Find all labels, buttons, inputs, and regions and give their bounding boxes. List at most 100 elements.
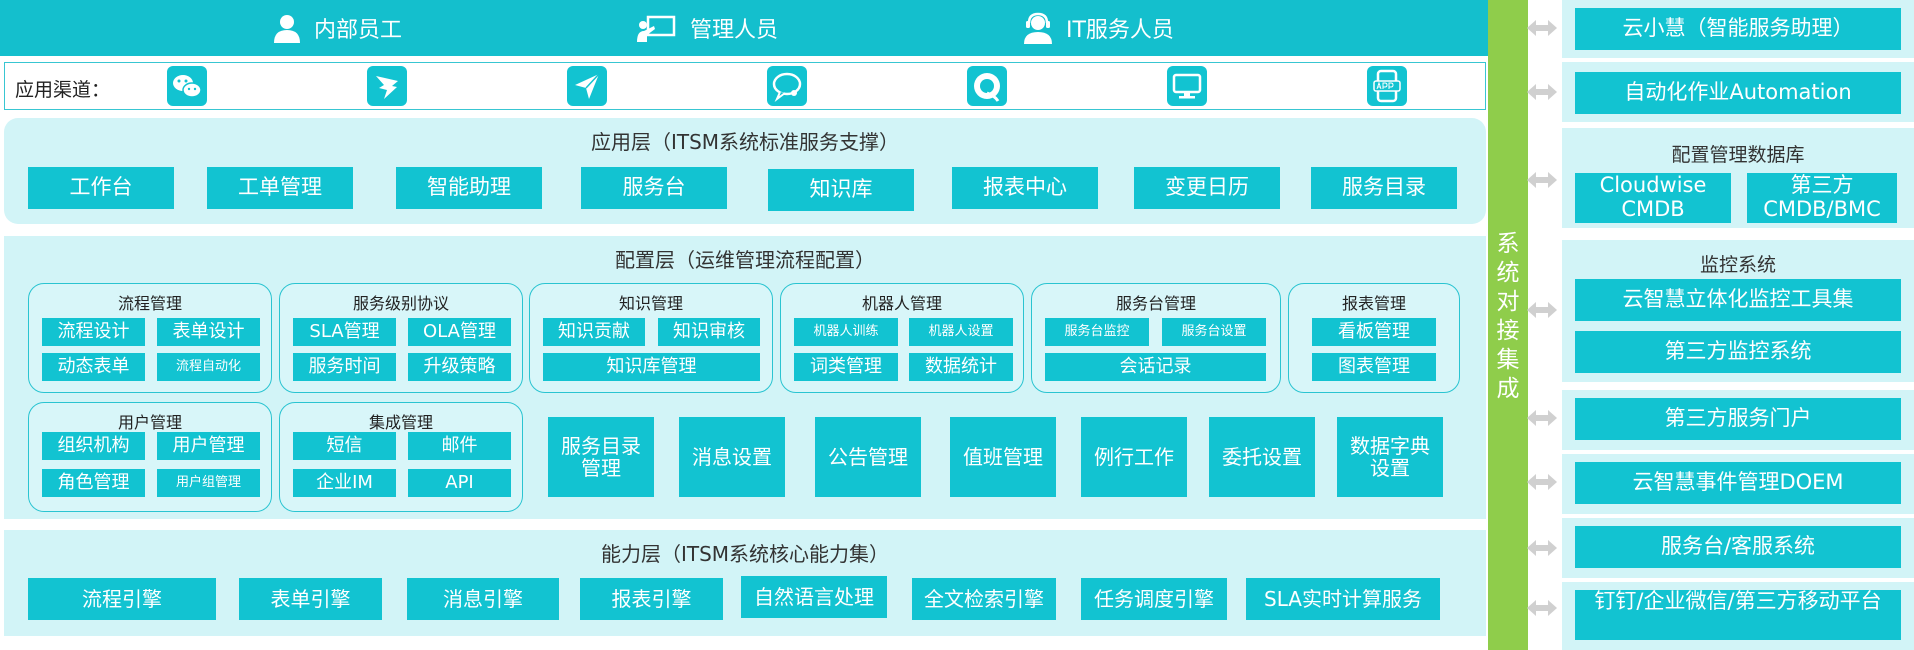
config-item[interactable]: API bbox=[408, 469, 511, 497]
config-item[interactable]: 表单设计 bbox=[157, 318, 260, 346]
capability-item[interactable]: 自然语言处理 bbox=[741, 576, 887, 618]
system-integration-bar: 系统对接集成 bbox=[1488, 0, 1528, 650]
qq-icon[interactable] bbox=[967, 66, 1007, 106]
role-it-staff: IT服务人员 bbox=[1022, 10, 1174, 46]
config-item[interactable]: 动态表单 bbox=[42, 353, 145, 381]
cmdb-item[interactable]: 第三方 CMDB/BMC bbox=[1747, 173, 1897, 223]
automation-box[interactable]: 自动化作业Automation bbox=[1575, 72, 1901, 114]
config-item[interactable]: 升级策略 bbox=[408, 353, 511, 381]
group-title: 集成管理 bbox=[368, 413, 433, 432]
role-label: 内部员工 bbox=[314, 18, 403, 43]
config-item[interactable]: 流程自动化 bbox=[157, 353, 260, 381]
monitor-item[interactable]: 第三方监控系统 bbox=[1575, 331, 1901, 373]
double-arrow-icon bbox=[1527, 474, 1557, 490]
config-item[interactable]: 图表管理 bbox=[1312, 353, 1436, 381]
capability-item[interactable]: 消息引擎 bbox=[407, 578, 559, 620]
config-item[interactable]: 知识贡献 bbox=[543, 318, 645, 346]
config-item[interactable]: 用户组管理 bbox=[157, 469, 260, 497]
app-icon[interactable] bbox=[1367, 66, 1407, 106]
feishu-icon[interactable] bbox=[567, 66, 607, 106]
config-item[interactable]: 服务时间 bbox=[293, 353, 396, 381]
config-single-item[interactable]: 值班管理 bbox=[950, 417, 1056, 497]
app-item[interactable]: 报表中心 bbox=[952, 167, 1098, 209]
service-desk-box[interactable]: 服务台/客服系统 bbox=[1575, 526, 1901, 568]
double-arrow-icon bbox=[1527, 302, 1557, 318]
config-item[interactable]: SLA管理 bbox=[293, 318, 396, 346]
config-item[interactable]: 数据统计 bbox=[909, 353, 1013, 381]
config-item[interactable]: 组织机构 bbox=[42, 432, 145, 460]
config-item[interactable]: 机器人训练 bbox=[794, 318, 898, 346]
config-item[interactable]: 企业IM bbox=[293, 469, 396, 497]
double-arrow-icon bbox=[1527, 172, 1557, 188]
group-title: 报表管理 bbox=[1341, 294, 1406, 313]
monitor-title: 监控系统 bbox=[1699, 254, 1776, 276]
app-item[interactable]: 变更日历 bbox=[1134, 167, 1280, 209]
double-arrow-icon bbox=[1527, 600, 1557, 616]
role-managers: 管理人员 bbox=[636, 10, 778, 46]
double-arrow-icon bbox=[1527, 84, 1557, 100]
capability-item[interactable]: 全文检索引擎 bbox=[912, 578, 1056, 620]
dingtalk-icon[interactable] bbox=[367, 66, 407, 106]
config-single-item[interactable]: 委托设置 bbox=[1209, 417, 1315, 497]
group-title: 服务级别协议 bbox=[352, 294, 449, 313]
capability-layer-title: 能力层（ITSM系统核心能力集） bbox=[600, 542, 890, 566]
portal-box[interactable]: 第三方服务门户 bbox=[1575, 398, 1901, 440]
wechat-icon[interactable] bbox=[167, 66, 207, 106]
double-arrow-icon bbox=[1527, 20, 1557, 36]
group-title: 机器人管理 bbox=[861, 294, 942, 313]
mobile-box[interactable]: 钉钉/企业微信/第三方移动平台 bbox=[1575, 590, 1901, 640]
app-item[interactable]: 工单管理 bbox=[207, 167, 353, 209]
group-title: 服务台管理 bbox=[1115, 294, 1196, 313]
config-layer-title: 配置层（运维管理流程配置） bbox=[615, 248, 875, 272]
channel-row: 应用渠道： bbox=[4, 62, 1486, 110]
config-item[interactable]: 短信 bbox=[293, 432, 396, 460]
cmdb-item[interactable]: Cloudwise CMDB bbox=[1575, 173, 1731, 223]
group-title: 流程管理 bbox=[117, 294, 182, 313]
config-item[interactable]: 服务台监控 bbox=[1045, 318, 1149, 346]
capability-item[interactable]: 报表引擎 bbox=[580, 578, 723, 620]
config-item[interactable]: 知识库管理 bbox=[543, 353, 760, 381]
config-item[interactable]: 看板管理 bbox=[1312, 318, 1436, 346]
config-single-item[interactable]: 例行工作 bbox=[1081, 417, 1187, 497]
config-item[interactable]: 流程设计 bbox=[42, 318, 145, 346]
double-arrow-icon bbox=[1527, 540, 1557, 556]
config-item[interactable]: 用户管理 bbox=[157, 432, 260, 460]
capability-item[interactable]: 任务调度引擎 bbox=[1081, 578, 1227, 620]
config-item[interactable]: 词类管理 bbox=[794, 353, 898, 381]
monitor-icon[interactable] bbox=[1167, 66, 1207, 106]
support-agent-icon bbox=[1024, 12, 1052, 44]
xiaohui-box[interactable]: 云小慧（智能服务助理） bbox=[1575, 8, 1901, 50]
config-item[interactable]: 知识审核 bbox=[658, 318, 760, 346]
app-item[interactable]: 智能助理 bbox=[396, 167, 542, 209]
capability-item[interactable]: 流程引擎 bbox=[28, 578, 216, 620]
capability-item[interactable]: 表单引擎 bbox=[239, 578, 382, 620]
config-single-item[interactable]: 数据字典设置 bbox=[1337, 417, 1443, 497]
doem-box[interactable]: 云智慧事件管理DOEM bbox=[1575, 462, 1901, 504]
role-label: 管理人员 bbox=[690, 18, 779, 43]
app-item[interactable]: 服务台 bbox=[581, 167, 727, 209]
capability-item[interactable]: SLA实时计算服务 bbox=[1246, 578, 1440, 620]
config-item[interactable]: 角色管理 bbox=[42, 469, 145, 497]
config-item[interactable]: 邮件 bbox=[408, 432, 511, 460]
group-title: 知识管理 bbox=[618, 294, 683, 313]
app-item[interactable]: 服务目录 bbox=[1311, 167, 1457, 209]
monitor-item[interactable]: 云智慧立体化监控工具集 bbox=[1575, 279, 1901, 321]
role-label: IT服务人员 bbox=[1066, 18, 1174, 43]
config-item[interactable]: 服务台设置 bbox=[1162, 318, 1266, 346]
group-title: 用户管理 bbox=[117, 413, 182, 432]
system-integration-label: 系统对接集成 bbox=[1496, 231, 1520, 402]
person-icon bbox=[274, 15, 300, 43]
config-single-item[interactable]: 公告管理 bbox=[815, 417, 921, 497]
app-item[interactable]: 知识库 bbox=[768, 169, 914, 211]
config-single-item[interactable]: 服务目录管理 bbox=[548, 417, 654, 497]
config-item[interactable]: OLA管理 bbox=[408, 318, 511, 346]
config-single-item[interactable]: 消息设置 bbox=[679, 417, 785, 497]
role-bar: 内部员工 管理人员 IT服务人员 bbox=[0, 0, 1488, 56]
presentation-icon bbox=[637, 15, 676, 42]
config-item[interactable]: 会话记录 bbox=[1045, 353, 1266, 381]
config-item[interactable]: 机器人设置 bbox=[909, 318, 1013, 346]
app-item[interactable]: 工作台 bbox=[28, 167, 174, 209]
double-arrow-icon bbox=[1527, 410, 1557, 426]
role-internal-staff: 内部员工 bbox=[272, 10, 402, 46]
chat-bubble-icon[interactable] bbox=[767, 66, 807, 106]
